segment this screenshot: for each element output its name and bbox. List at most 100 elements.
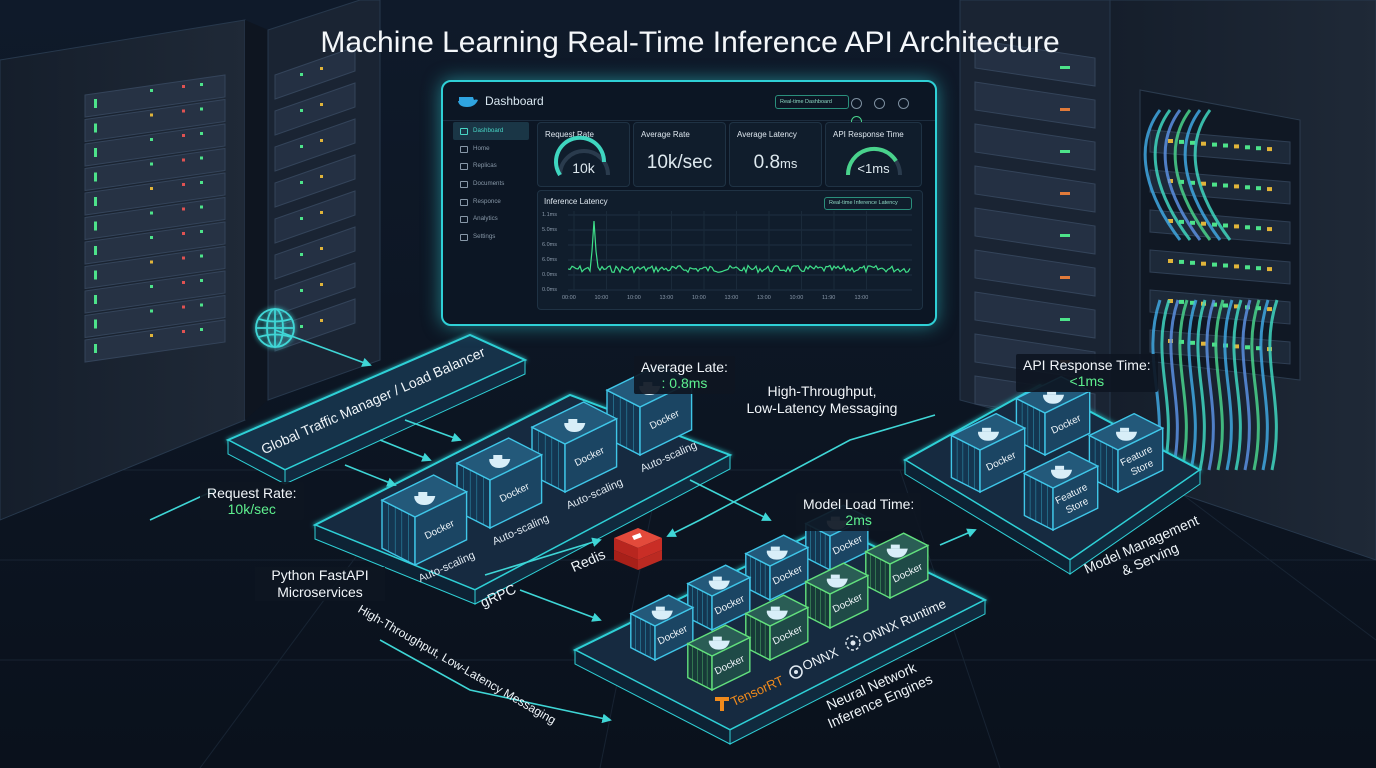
card-value: 10k [572,160,595,176]
rack-unit [84,123,226,167]
status-led [320,175,323,178]
status-led [150,113,153,117]
status-led [320,103,323,106]
status-led [94,123,97,133]
port-led [1245,265,1250,270]
rack-unit [84,221,226,265]
status-led [200,328,203,331]
sidebar-item-home[interactable]: Home [453,140,529,158]
port-led [1212,142,1217,147]
sidebar-item-label: Documents [473,180,505,188]
port-led [1179,339,1184,344]
docker-crates-icon [1055,465,1065,470]
port-led [1245,145,1250,150]
docker-whale-icon [1043,394,1065,404]
port-led [1190,260,1195,265]
dashboard-sidebar: Dashboard Home Replicas Documents Respon… [453,122,529,312]
x-tick-label: 11:90 [822,295,836,301]
port-led [1168,139,1173,143]
docker-logo-icon [458,97,478,107]
status-led [150,187,153,190]
rack-unit [974,249,1096,297]
fastapi-line: Microservices [277,584,363,600]
status-led [150,309,153,313]
docker-crates-icon [568,419,578,423]
port-led [1234,304,1239,309]
rack-unit [974,123,1096,171]
sidebar-item-settings[interactable]: Settings [453,228,529,246]
x-tick-label: 13:00 [854,295,869,301]
rack-unit [274,154,356,208]
port-led [1234,344,1239,349]
rack-unit [84,319,226,363]
y-tick-label: 6.0ms [542,242,557,248]
onnx-logo [789,665,803,679]
sidebar-item-label: Home [473,144,490,152]
x-tick-label: 10:00 [789,295,804,301]
rack-unit [84,98,226,143]
callout-title: API Response Time: [1023,357,1151,373]
y-tick-label: 6.0ms [542,257,557,263]
gear-icon[interactable] [874,98,886,109]
port-led [1212,182,1217,187]
tensorrt-logo [715,697,729,711]
sidebar-item-analytics[interactable]: Analytics [453,210,529,228]
average-rate-card: Average Rate 10k/sec [633,122,726,187]
status-led [182,183,185,186]
callout-title: Model Load Time: [803,496,915,512]
sidebar-item-response[interactable]: Responce [453,193,529,211]
network-cable [1169,299,1180,471]
network-cable [1250,299,1261,471]
sidebar-item-label: Settings [473,233,496,241]
redis-icon [614,528,662,570]
status-led [300,181,303,184]
docker-whale-icon [708,640,730,650]
status-led [182,85,185,88]
network-cable [1163,109,1202,241]
sidebar-item-dashboard[interactable]: Dashboard [453,122,529,140]
card-value: 10k/sec [646,152,713,173]
sidebar-item-replicas[interactable]: Replicas [453,157,529,175]
port-led [1256,346,1261,351]
status-led [182,134,185,137]
sidebar-item-documents[interactable]: Documents [453,175,529,193]
messaging-line: Low-Latency Messaging [746,400,898,416]
x-tick-label: 13:00 [659,295,674,301]
docker-whale-icon [651,610,673,620]
network-cable [1241,299,1252,471]
latency-panel-select[interactable]: Real-time Inference Latency [824,197,912,210]
docker-crates-icon [712,636,722,641]
status-led [1060,234,1070,237]
dashboard-view-select[interactable]: Real-time Dashboard [775,95,849,109]
network-cable [1160,299,1171,471]
docker-whale-icon [1116,431,1138,441]
status-led [94,319,97,329]
status-led [200,83,203,86]
globe-icon [255,308,295,348]
messaging-top-label: High-Throughput, Low-Latency Messaging [722,383,922,417]
port-led [1267,187,1272,192]
patch-panel [1149,129,1291,165]
rack-unit [84,294,226,339]
sidebar-item-label: Analytics [473,215,498,223]
latency-line-chart [568,211,912,291]
port-led [1256,226,1261,231]
status-led [94,221,97,231]
port-led [1223,183,1228,188]
docker-container: Docker [804,562,870,630]
latency-panel-title: Inference Latency [544,197,608,206]
settings-icon[interactable] [851,98,862,109]
network-cable [1143,109,1182,241]
status-led [200,107,203,111]
status-led [200,254,203,258]
fastapi-label: Python FastAPI Microservices [255,567,385,601]
port-led [1190,300,1195,305]
docker-crates-icon [418,492,428,496]
bell-icon[interactable] [897,98,909,109]
rack-unit [84,270,226,314]
rack-unit [274,46,356,100]
x-tick-label: 13:00 [724,295,739,301]
port-led [1179,219,1184,224]
docker-crates-icon [770,546,780,551]
